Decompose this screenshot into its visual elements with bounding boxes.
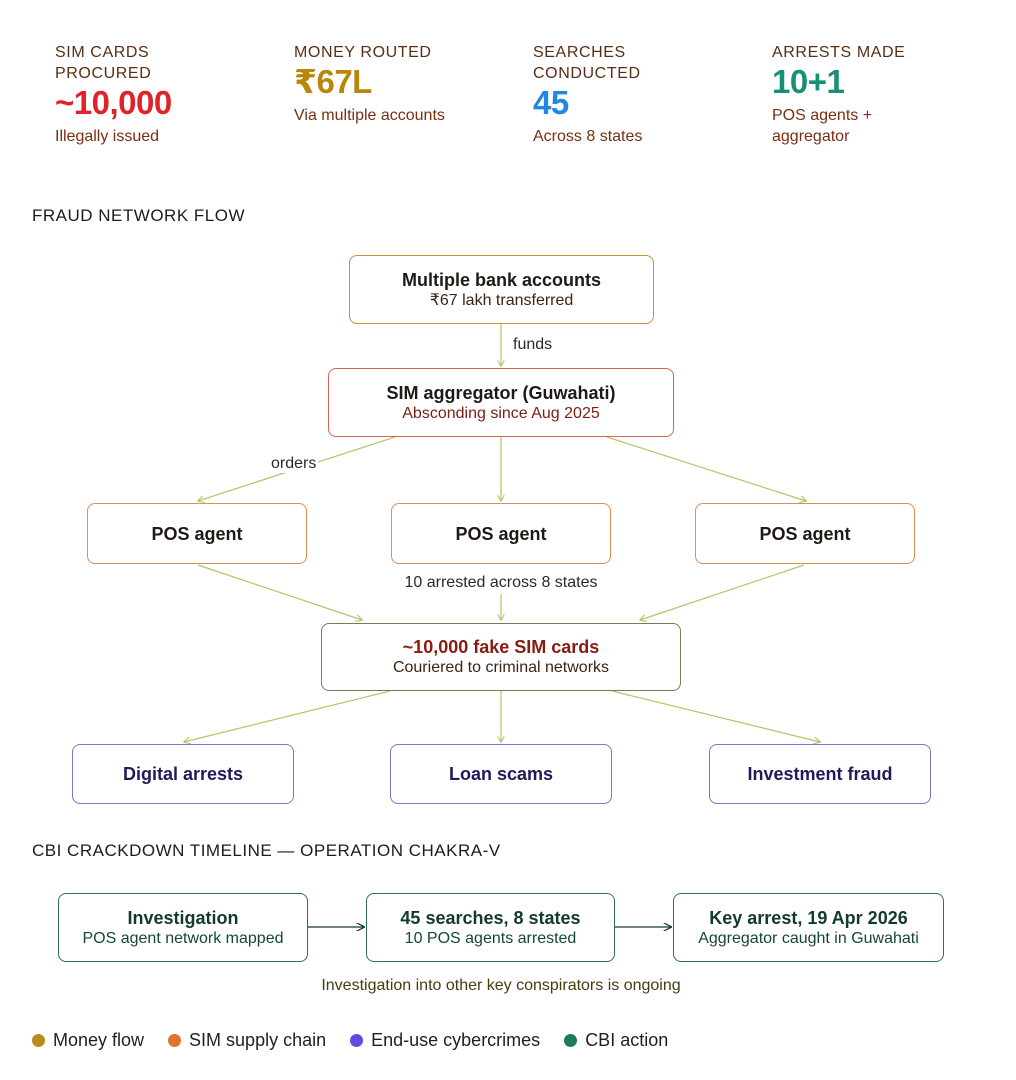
stat-value: ₹67L — [294, 63, 372, 100]
connector-sims-to-crime-1 — [184, 690, 391, 742]
stat-sub: Via multiple accounts — [294, 107, 445, 124]
timeline-step: Key arrest, 19 Apr 2026 Aggregator caugh… — [673, 893, 944, 962]
fake-sims-title: ~10,000 fake SIM cards — [402, 637, 600, 657]
stat-sub: POS agents + aggregator — [772, 107, 873, 145]
pos-agent-node: POS agent — [695, 503, 915, 564]
crime-title: Digital arrests — [122, 764, 244, 784]
stat-label: SEARCHES CONDUCTED — [533, 44, 641, 82]
fake-sims-sub: Couriered to criminal networks — [392, 659, 610, 676]
stat-searches: SEARCHES CONDUCTED 45 Across 8 states — [533, 42, 653, 147]
stat-sim-cards: SIM CARDS PROCURED ~10,000 Illegally iss… — [55, 42, 175, 147]
timeline-step-title: Key arrest, 19 Apr 2026 — [709, 907, 908, 928]
stat-label: SIM CARDS PROCURED — [55, 44, 152, 82]
crime-title: Investment fraud — [747, 764, 893, 784]
pos-agent-title: POS agent — [455, 523, 547, 544]
arrest-note: 10 arrested across 8 states — [404, 574, 598, 591]
connector-aggregator-to-pos-3 — [606, 436, 806, 501]
aggregator-title: SIM aggregator (Guwahati) — [386, 382, 616, 403]
legend: Money flow SIM supply chain End-use cybe… — [32, 1030, 668, 1051]
pos-agent-node: POS agent — [391, 503, 611, 564]
connector-pos-3-to-sims — [640, 564, 805, 620]
legend-label: End-use cybercrimes — [371, 1030, 541, 1050]
aggregator-sub: Absconding since Aug 2025 — [402, 404, 600, 422]
funds-label: funds — [513, 336, 553, 353]
crime-title: Loan scams — [448, 764, 554, 784]
legend-label: CBI action — [585, 1030, 669, 1050]
stat-label: ARRESTS MADE — [772, 44, 906, 61]
timeline-step-sub: POS agent network mapped — [82, 929, 284, 947]
bank-accounts-node: Multiple bank accounts ₹67 lakh transfer… — [349, 255, 654, 324]
timeline-step-title: Investigation — [127, 907, 239, 928]
legend-dot-icon — [32, 1034, 45, 1047]
crime-node-investment-fraud: Investment fraud — [709, 744, 931, 804]
flow-section-title: FRAUD NETWORK FLOW — [32, 206, 245, 225]
stat-label: MONEY ROUTED — [294, 44, 432, 61]
legend-dot-icon — [168, 1034, 182, 1047]
legend-dot-icon — [564, 1034, 578, 1047]
legend-item-sim-supply: SIM supply chain — [168, 1030, 326, 1051]
legend-item-cbi-action: CBI action — [564, 1030, 668, 1051]
bank-accounts-sub: ₹67 lakh transferred — [429, 291, 574, 309]
connector-pos-1-to-sims — [197, 564, 362, 620]
timeline-section-title: CBI CRACKDOWN TIMELINE — OPERATION CHAKR… — [32, 841, 501, 860]
legend-item-end-use: End-use cybercrimes — [350, 1030, 540, 1051]
fake-sims-node: ~10,000 fake SIM cards Couriered to crim… — [321, 623, 681, 691]
pos-agent-title: POS agent — [151, 523, 243, 544]
legend-item-money-flow: Money flow — [32, 1030, 144, 1051]
stat-arrests: ARRESTS MADE 10+1 POS agents + aggregato… — [772, 42, 905, 147]
crime-node-loan-scams: Loan scams — [390, 744, 612, 804]
timeline-step-sub: Aggregator caught in Guwahati — [698, 929, 919, 947]
pos-agent-title: POS agent — [759, 523, 851, 544]
timeline-step-sub: 10 POS agents arrested — [404, 929, 577, 947]
stat-sub: Illegally issued — [55, 128, 160, 145]
sim-aggregator-node: SIM aggregator (Guwahati) Absconding sin… — [328, 368, 674, 437]
legend-label: Money flow — [53, 1030, 145, 1050]
timeline-step: Investigation POS agent network mapped — [58, 893, 308, 962]
stat-money-routed: MONEY ROUTED ₹67L Via multiple accounts — [294, 42, 445, 126]
pos-agent-node: POS agent — [87, 503, 307, 564]
crime-node-digital-arrests: Digital arrests — [72, 744, 294, 804]
bank-accounts-title: Multiple bank accounts — [401, 269, 602, 290]
stat-value: ~10,000 — [55, 84, 172, 121]
timeline-step: 45 searches, 8 states 10 POS agents arre… — [366, 893, 615, 962]
stat-value: 10+1 — [772, 63, 845, 100]
stat-value: 45 — [533, 84, 569, 121]
orders-label: orders — [269, 455, 319, 473]
ongoing-investigation-note: Investigation into other key conspirator… — [321, 977, 681, 994]
timeline-step-title: 45 searches, 8 states — [400, 907, 581, 928]
legend-label: SIM supply chain — [189, 1030, 327, 1050]
connector-sims-to-crime-3 — [611, 690, 820, 742]
stat-sub: Across 8 states — [533, 128, 643, 145]
legend-dot-icon — [350, 1034, 364, 1047]
